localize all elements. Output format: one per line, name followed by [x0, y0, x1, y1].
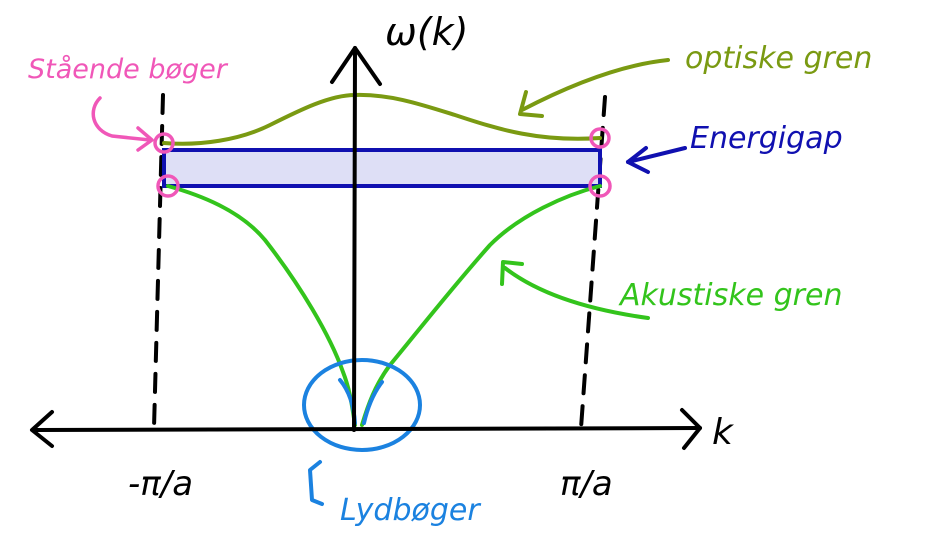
energy-gap-arrow — [626, 146, 687, 164]
sound-waves-line-right — [362, 380, 384, 425]
sound-waves-circle — [302, 358, 422, 452]
sound-waves-arrow — [308, 460, 324, 506]
x-axis-arrow-right — [680, 408, 702, 450]
optical-branch-label: optiske gren — [685, 41, 872, 76]
x-axis — [34, 426, 702, 432]
y-axis-arrow — [330, 46, 382, 86]
sound-waves-label: Lydbøger — [340, 493, 481, 528]
y-axis — [352, 46, 357, 432]
tick-label-right: π/a — [560, 464, 613, 504]
standing-wave-marker — [156, 174, 180, 198]
standing-waves-arrow — [91, 96, 152, 142]
acoustic-branch-label: Akustiske gren — [618, 278, 842, 313]
tick-label-left: -π/a — [128, 464, 193, 504]
y-axis-label: ω(k) — [385, 10, 468, 54]
standing-wave-marker — [588, 174, 612, 198]
standing-waves-arrow-head — [136, 126, 154, 152]
energy-gap-arrow-head — [626, 146, 650, 174]
optical-branch-arrow-head — [518, 90, 544, 118]
standing-wave-marker — [153, 132, 175, 154]
acoustic-branch-arrow — [503, 266, 650, 320]
optical-branch-arrow — [520, 58, 670, 112]
acoustic-branch-right — [360, 184, 602, 427]
energy-gap-label: Energigap — [690, 121, 843, 156]
x-axis-label: k — [712, 412, 735, 453]
energy-gap-band — [162, 148, 602, 188]
standing-wave-marker — [589, 127, 611, 149]
x-axis-arrow-left — [30, 410, 54, 448]
standing-waves-label: Stående bøger — [28, 54, 229, 85]
acoustic-branch-arrow-head — [500, 260, 524, 286]
optical-branch-curve — [162, 92, 602, 146]
acoustic-branch-left — [166, 184, 357, 427]
zone-boundary-right — [579, 95, 607, 430]
zone-boundary-left — [152, 93, 165, 430]
